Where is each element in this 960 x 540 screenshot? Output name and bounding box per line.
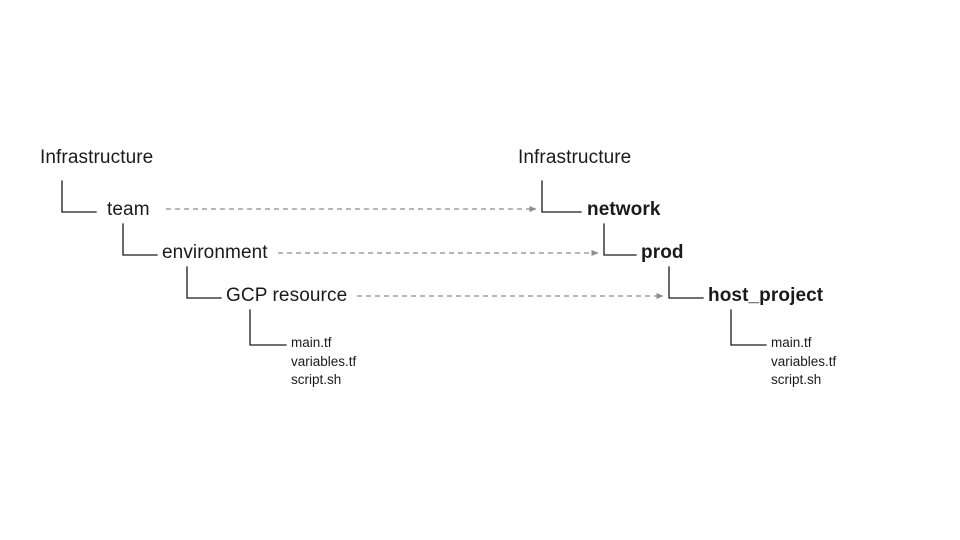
right-file-list: main.tf variables.tf script.sh	[771, 334, 836, 390]
left-root-label: Infrastructure	[40, 147, 154, 168]
left-tree-connectors	[61, 180, 287, 346]
left-elbow-gcp-to-files	[249, 309, 287, 346]
right-elbow-prod-to-host-project	[668, 266, 704, 299]
right-file-item-main: main.tf	[771, 335, 812, 350]
left-elbow-root-to-team	[61, 180, 97, 213]
left-file-item-main: main.tf	[291, 335, 332, 350]
right-node-host-project: host_project	[708, 285, 824, 306]
right-file-item-variables: variables.tf	[771, 353, 837, 369]
left-file-item-variables: variables.tf	[291, 353, 357, 369]
left-elbow-team-to-environment	[122, 223, 158, 256]
left-file-list: main.tf variables.tf script.sh	[291, 334, 356, 390]
right-root-label: Infrastructure	[518, 147, 632, 168]
right-elbow-network-to-prod	[603, 223, 637, 256]
right-node-network: network	[587, 199, 661, 220]
right-node-prod: prod	[641, 242, 684, 263]
left-node-gcp-resource: GCP resource	[226, 285, 348, 306]
left-node-environment: environment	[162, 242, 268, 263]
right-file-item-script: script.sh	[771, 372, 822, 387]
left-elbow-environment-to-gcp	[186, 266, 222, 299]
left-node-team: team	[107, 199, 150, 220]
right-elbow-root-to-network	[541, 180, 582, 213]
right-elbow-host-project-to-files	[730, 309, 767, 346]
left-file-item-script: script.sh	[291, 372, 342, 387]
